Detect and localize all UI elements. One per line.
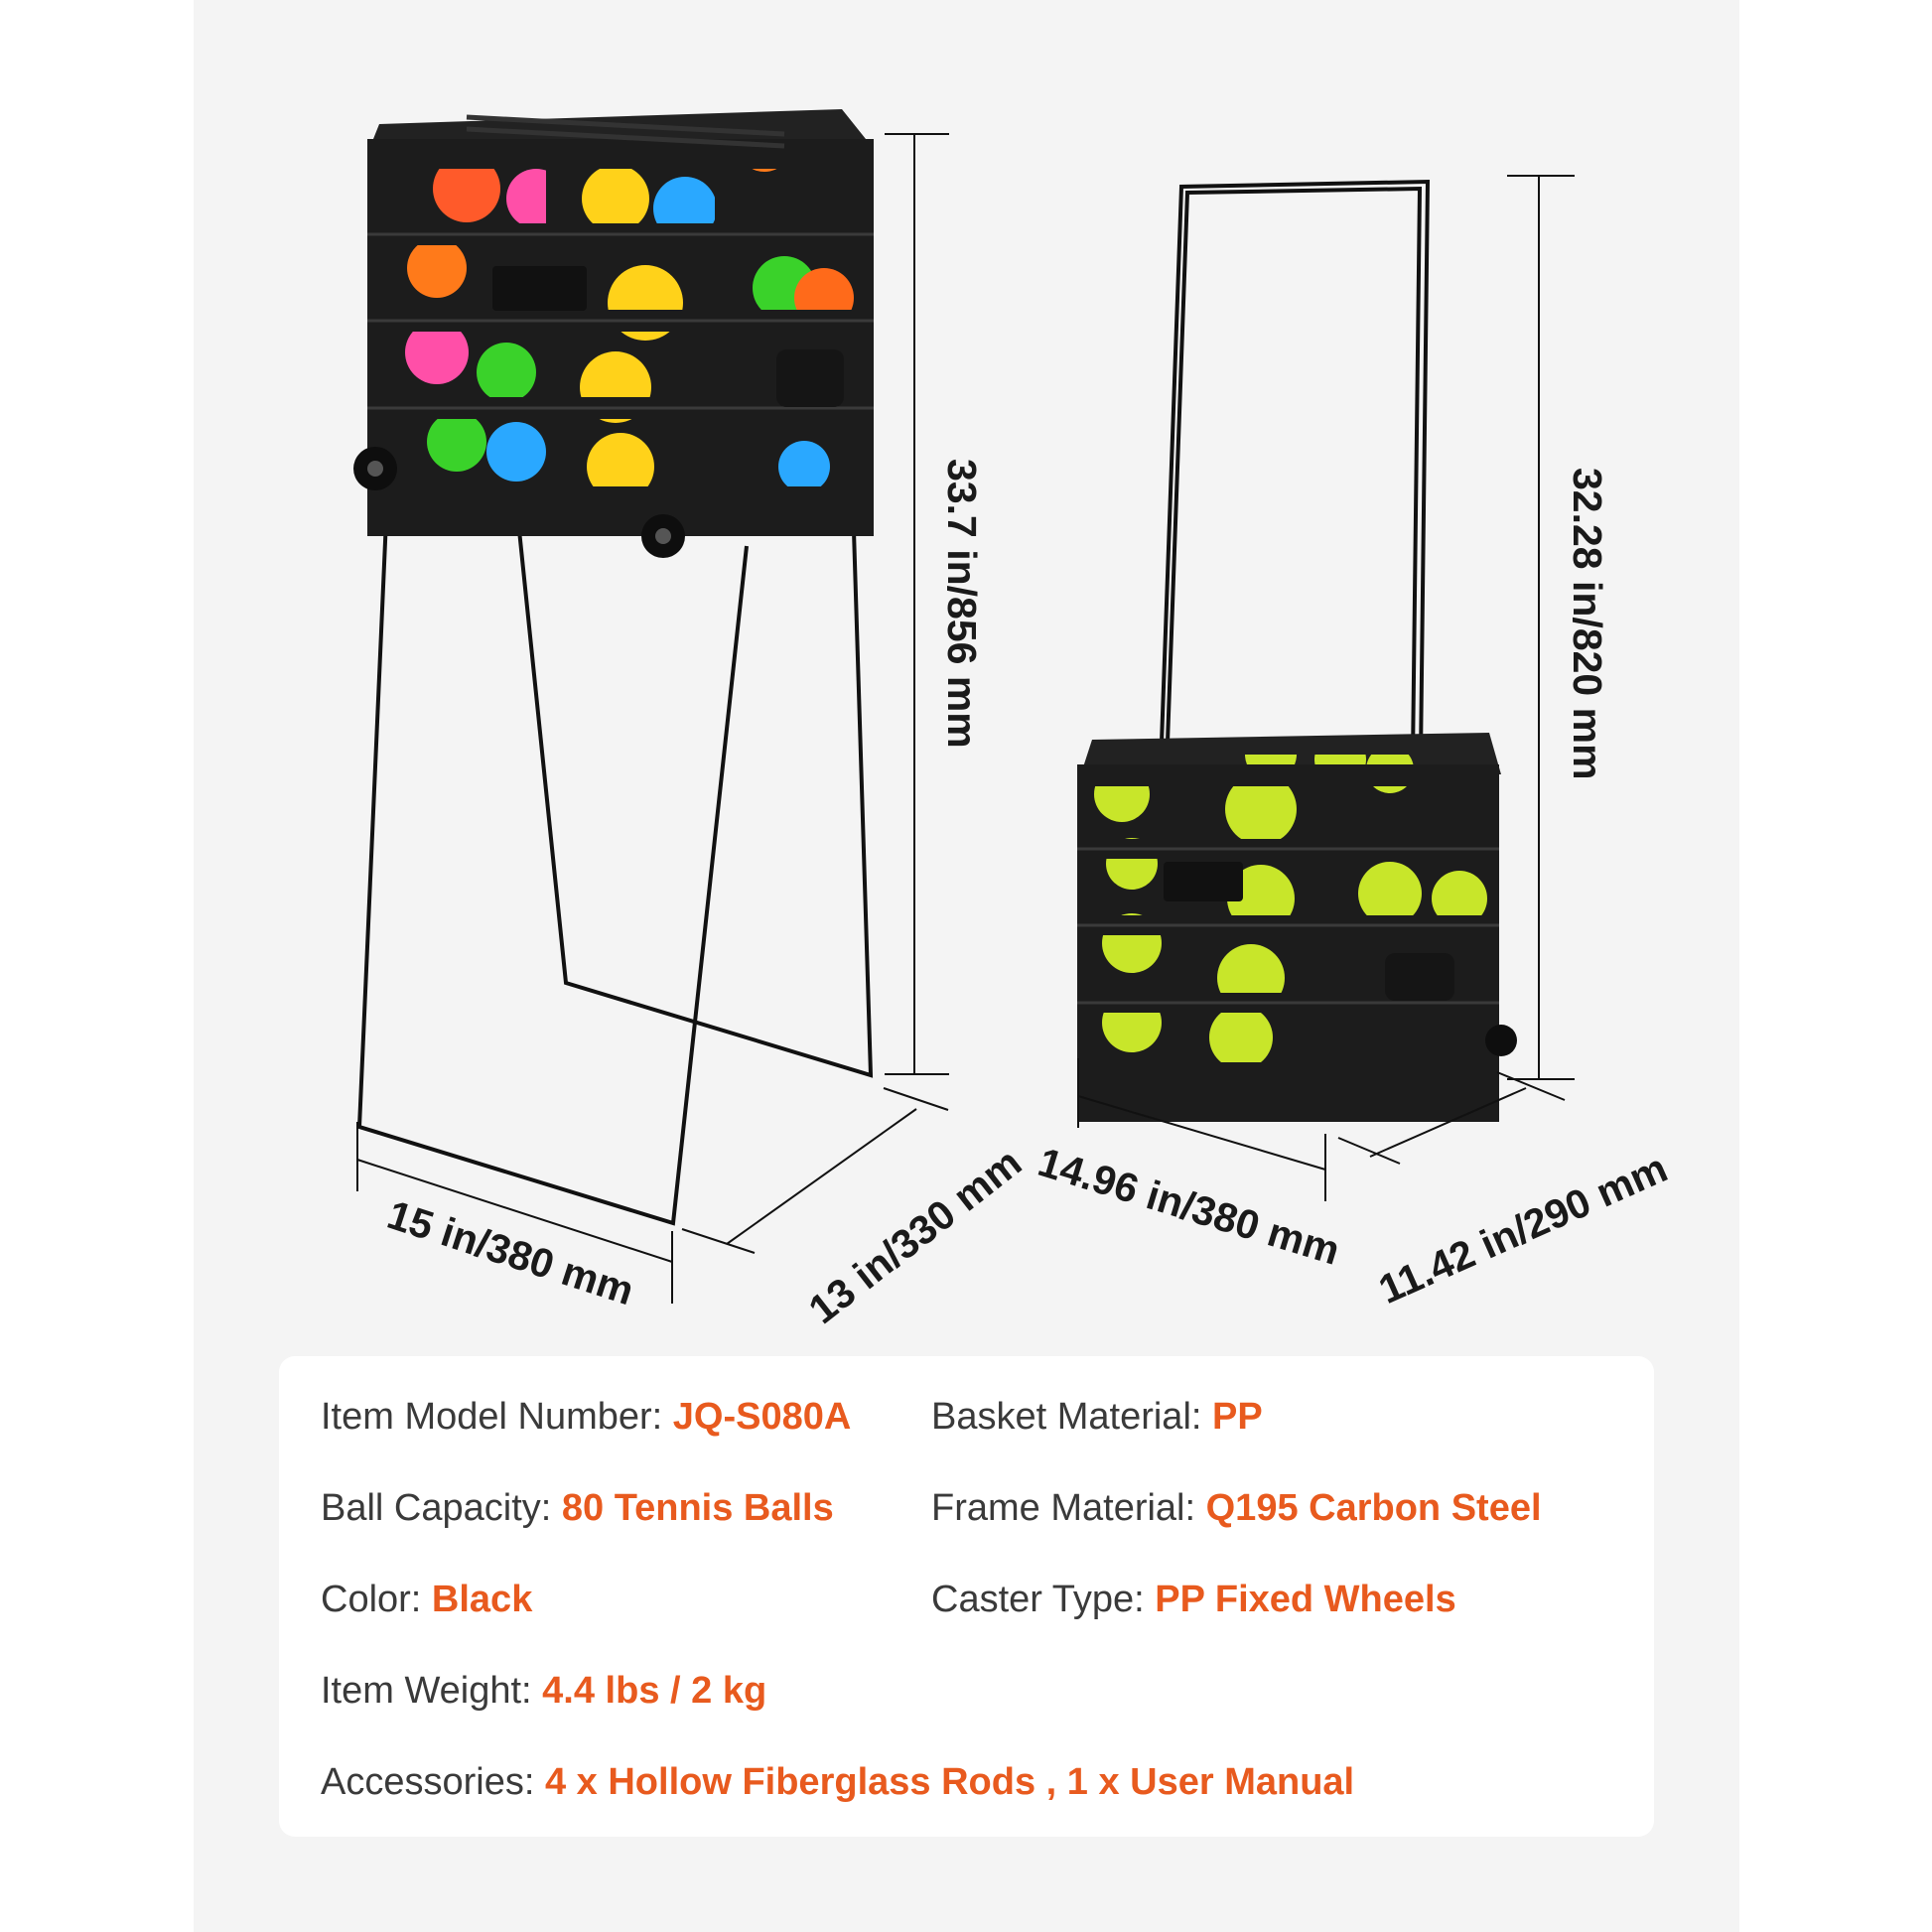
spec-frame: Frame Material: Q195 Carbon Steel xyxy=(931,1487,1542,1530)
spec-capacity-label: Ball Capacity: xyxy=(321,1487,562,1529)
spec-frame-label: Frame Material: xyxy=(931,1487,1206,1529)
spec-accessories: Accessories: 4 x Hollow Fiberglass Rods … xyxy=(321,1761,1354,1804)
spec-capacity-value: 80 Tennis Balls xyxy=(561,1487,834,1529)
spec-weight: Item Weight: 4.4 lbs / 2 kg xyxy=(321,1670,766,1713)
spec-caster: Caster Type: PP Fixed Wheels xyxy=(931,1579,1456,1621)
spec-basket-value: PP xyxy=(1212,1396,1263,1438)
spec-color: Color: Black xyxy=(321,1579,532,1621)
spec-model-label: Item Model Number: xyxy=(321,1396,673,1438)
spec-accessories-label: Accessories: xyxy=(321,1761,545,1803)
stand-frame xyxy=(356,466,874,1226)
spec-caster-label: Caster Type: xyxy=(931,1579,1156,1620)
dimension-lines xyxy=(356,133,1575,1304)
spec-card xyxy=(279,1356,1654,1837)
cart-handle xyxy=(1160,179,1431,1004)
spec-weight-label: Item Weight: xyxy=(321,1670,543,1712)
cart-height-label: 32.28 in/820 mm xyxy=(1565,468,1610,780)
spec-weight-value: 4.4 lbs / 2 kg xyxy=(542,1670,767,1712)
spec-color-label: Color: xyxy=(321,1579,432,1620)
spec-basket: Basket Material: PP xyxy=(931,1396,1263,1439)
spec-accessories-value: 4 x Hollow Fiberglass Rods , 1 x User Ma… xyxy=(544,1761,1355,1803)
spec-capacity: Ball Capacity: 80 Tennis Balls xyxy=(321,1487,834,1530)
spec-model: Item Model Number: JQ-S080A xyxy=(321,1396,851,1439)
spec-frame-value: Q195 Carbon Steel xyxy=(1205,1487,1542,1529)
stand-height-label: 33.7 in/856 mm xyxy=(939,459,985,749)
spec-color-value: Black xyxy=(431,1579,533,1620)
spec-basket-label: Basket Material: xyxy=(931,1396,1212,1438)
ball-basket-tennis xyxy=(1077,733,1517,1122)
spec-caster-value: PP Fixed Wheels xyxy=(1155,1579,1456,1620)
spec-model-value: JQ-S080A xyxy=(672,1396,852,1438)
ball-basket-pickleball xyxy=(353,109,874,558)
